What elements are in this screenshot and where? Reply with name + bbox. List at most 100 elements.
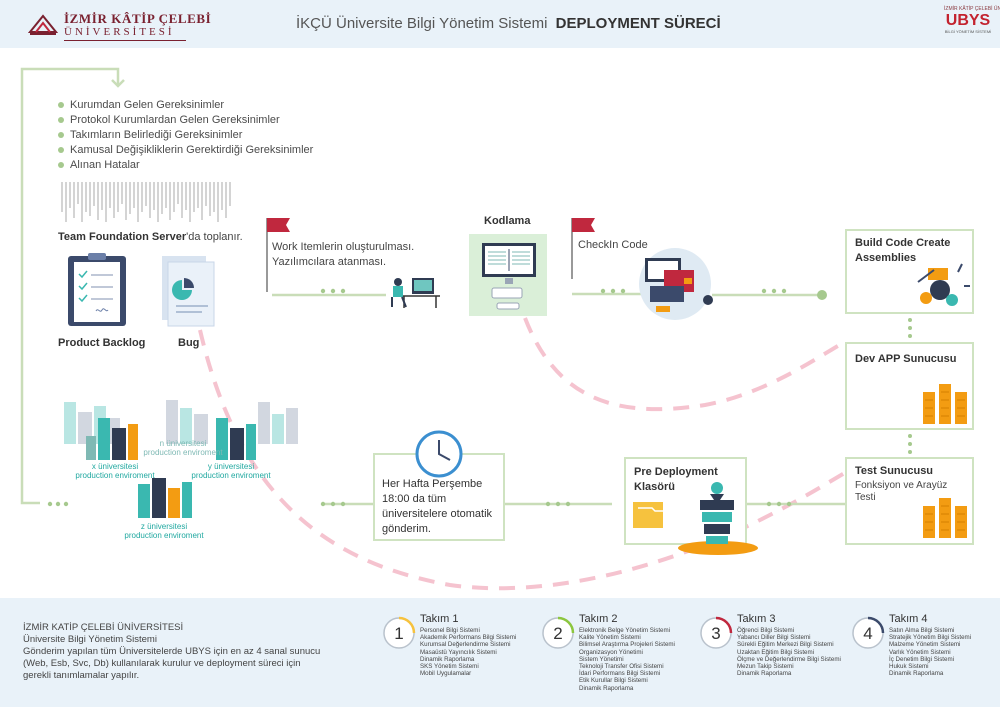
team-module: Mobil Uygulamalar [420, 670, 472, 678]
y-university-line1: y üniversitesi [207, 462, 255, 471]
build-box [845, 229, 974, 314]
team-title: Takım 2 [579, 613, 618, 625]
team-module: Malzeme Yönetim Sistemi [889, 641, 961, 649]
team-module: Kalite Yönetim Sistemi [579, 634, 641, 642]
team-module: Sistem Yönetimi [579, 655, 624, 663]
y-university-line2: production enviroment [191, 471, 271, 480]
server-rack-icon [923, 498, 967, 538]
weekly-line3: üniversitelere otomatik [382, 508, 493, 520]
ubys-university-text: İZMİR KÂTİP ÇELEBİ ÜNİVERSİTESİ [944, 6, 1000, 12]
product-backlog-label: Product Backlog [58, 337, 146, 349]
team-module: Bilimsel Araştırma Projeleri Sistemi [579, 641, 675, 649]
team-module: SKS Yönetim Sistemi [420, 663, 479, 671]
pre-deployment-box [624, 457, 758, 555]
developer-desk-icon [391, 278, 440, 308]
n-university-line2: production enviroment [143, 448, 223, 457]
weekly-line4: gönderim. [382, 523, 431, 535]
team-module: Masaüstü Yayıncılık Sistemi [420, 648, 497, 656]
checkin-code-icon [639, 248, 713, 320]
tfs-name: Team Foundation Server [58, 231, 187, 243]
requirement-item: Kurumdan Gelen Gereksinimler [58, 98, 313, 113]
dev-app-box [845, 342, 974, 430]
work-items-line1: Work Itemlerin oluşturulması. [272, 241, 415, 253]
logo-divider [64, 40, 186, 41]
team-module: Dinamik Raporlama [737, 670, 792, 678]
build-line1: Build Code Create [855, 237, 951, 249]
team-4: 4 Takım 4 Satın Alma Bilgi Sistemi Strat… [851, 610, 1000, 700]
team-module: Stratejik Yönetim Bilgi Sistemi [889, 634, 972, 642]
university-buildings [64, 400, 298, 518]
flag-icon [266, 218, 290, 292]
team-module: Organizasyon Yönetimi [579, 648, 643, 656]
dev-app-label: Dev APP Sunucusu [855, 353, 957, 365]
team-module: Ölçme ve Değerlendirme Bilgi Sistemi [737, 655, 841, 663]
team-module: İç Denetim Bilgi Sistemi [889, 655, 954, 663]
team-module: Dinamik Raporlama [579, 684, 634, 692]
tfs-suffix: 'da toplanır. [186, 231, 243, 243]
team-module-list: Personel Bilgi Sistemi Akademik Performa… [420, 627, 516, 677]
test-server-box [845, 457, 974, 545]
title-bold: DEPLOYMENT SÜRECİ [555, 15, 721, 32]
team-module: Etik Kurullar Bilgi Sistemi [579, 677, 648, 685]
footer-university: İZMİR KATİP ÇELEBİ ÜNİVERSİTESİ [23, 622, 184, 633]
pre-deploy-line2: Klasörü [634, 481, 675, 493]
requirements-list: Kurumdan Gelen Gereksinimler Protokol Ku… [58, 98, 313, 173]
team-title: Takım 4 [889, 613, 928, 625]
footer-system: Üniversite Bilgi Yönetim Sistemi [23, 634, 157, 645]
team-number: 4 [863, 624, 872, 643]
x-university-line1: x üniversitesi [91, 462, 139, 471]
team-module-list: Öğrenci Bilgi Sistemi Yabancı Diller Bil… [737, 627, 841, 677]
coding-label: Kodlama [484, 215, 531, 227]
footer-panel: İZMİR KATİP ÇELEBİ ÜNİVERSİTESİ Üniversi… [0, 598, 1000, 707]
team-3: 3 Takım 3 Öğrenci Bilgi Sistemi Yabancı … [699, 610, 849, 700]
title-prefix: İKÇÜ Üniversite Bilgi Yönetim Sistemi [296, 15, 548, 32]
tfs-label: Team Foundation Server'da toplanır. [58, 230, 243, 244]
ubys-logo: İZMİR KÂTİP ÇELEBİ ÜNİVERSİTESİ UBYS BİL… [944, 6, 1000, 42]
team-module: Satın Alma Bilgi Sistemi [889, 627, 955, 634]
z-university-line1: z üniversitesi [140, 522, 188, 531]
team-module: Hukuk Sistemi [889, 663, 929, 671]
team-module: Mezun Takip Sistemi [737, 663, 794, 671]
team-module: İdari Performans Bilgi Sistemi [579, 670, 661, 678]
ubys-subtitle: BİLGİ YÖNETİM SİSTEMİ [944, 29, 992, 34]
coding-box [469, 234, 547, 316]
team-module: Sürekli Eğitim Merkezi Bilgi Sistemi [737, 641, 834, 649]
team-1: 1 Takım 1 Personel Bilgi Sistemi Akademi… [382, 610, 532, 700]
team-module: Uzaktan Eğitim Bilgi Sistemi [737, 648, 815, 656]
flag-icon [571, 218, 595, 279]
team-number-badge: 1 [383, 616, 416, 649]
team-number-badge: 2 [542, 616, 575, 649]
build-line2: Assemblies [855, 252, 917, 264]
team-number: 3 [711, 624, 720, 643]
diagram-graphics [20, 67, 974, 591]
team-module: Dinamik Raporlama [420, 655, 475, 663]
z-university-line2: production enviroment [124, 531, 204, 540]
test-desc-line2: Testi [855, 492, 876, 503]
team-number: 1 [394, 624, 403, 643]
bug-documents-icon [162, 256, 215, 327]
team-title: Takım 3 [737, 613, 776, 625]
weekly-schedule-box [373, 430, 505, 541]
team-title: Takım 1 [420, 613, 459, 625]
team-module-list: Elektronik Belge Yönetim Sistemi Kalite … [579, 627, 675, 692]
page-title: İKÇÜ Üniversite Bilgi Yönetim Sistemi DE… [296, 15, 721, 32]
team-module: Personel Bilgi Sistemi [420, 627, 480, 634]
x-university-line2: production enviroment [75, 471, 155, 480]
checkin-label: CheckIn Code [578, 239, 648, 251]
arrow-down-icon [111, 79, 125, 88]
deployment-diagram: Kurumdan Gelen Gereksinimler Protokol Ku… [0, 48, 1000, 598]
pre-deploy-line1: Pre Deployment [634, 466, 718, 478]
team-2: 2 Takım 2 Elektronik Belge Yönetim Siste… [541, 610, 691, 700]
n-university-line1: n üniversitesi [159, 439, 207, 448]
logo-text-line2: ÜNİVERSİTESİ [64, 26, 175, 38]
team-module: Yabancı Diller Bilgi Sistemi [737, 634, 811, 642]
bug-label: Bug [178, 337, 200, 349]
footer-description: Gönderim yapılan tüm Üniversitelerde UBY… [23, 646, 321, 681]
team-module: Öğrenci Bilgi Sistemi [737, 627, 795, 634]
team-number-badge: 4 [852, 616, 885, 649]
team-number-badge: 3 [700, 616, 733, 649]
team-module-list: Satın Alma Bilgi Sistemi Stratejik Yönet… [889, 627, 971, 677]
